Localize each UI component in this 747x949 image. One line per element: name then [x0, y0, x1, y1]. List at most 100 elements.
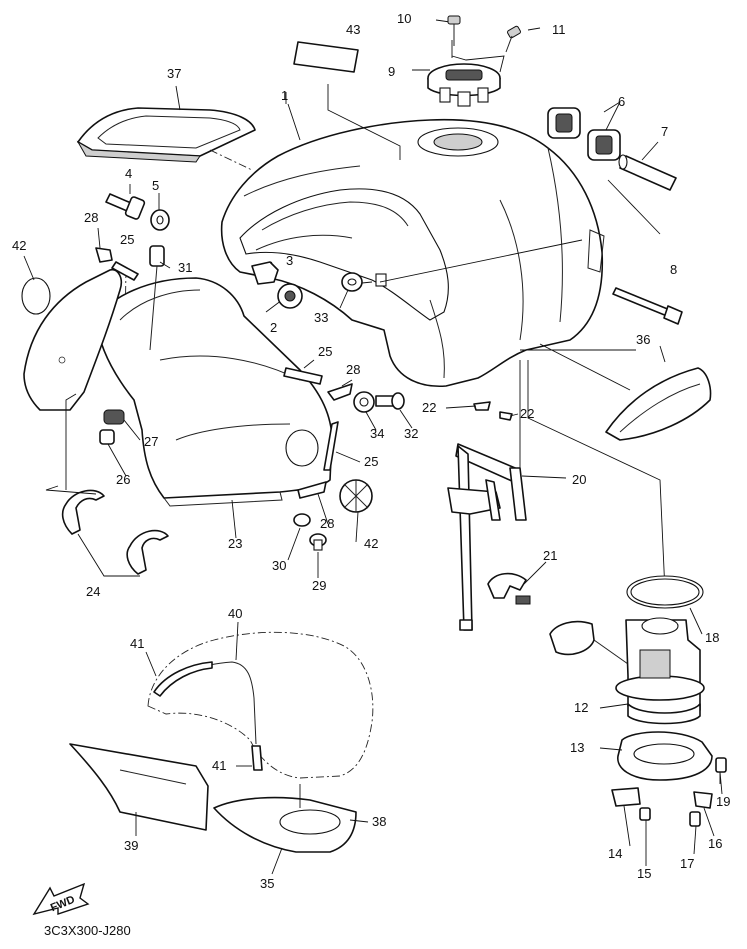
- part-1-fuel-tank: [220, 118, 605, 388]
- callout-10: 10: [397, 11, 411, 26]
- part-8-bolt: [612, 287, 683, 325]
- callout-28a: 28: [84, 210, 98, 225]
- part-21-hose-clamp: [487, 572, 531, 605]
- part-37-tank-top-cover: [76, 107, 256, 163]
- callout-3: 3: [286, 253, 293, 268]
- part-31-screw: [149, 245, 165, 351]
- callout-9: 9: [388, 64, 395, 79]
- part-25-strip-lower: [323, 421, 339, 471]
- leader-lines: [123, 19, 666, 593]
- diagram-reference-code: 3C3X300-J280: [44, 923, 131, 938]
- callout-21: 21: [543, 548, 557, 563]
- part-15-screw: [639, 807, 651, 821]
- part-14-bracket: [611, 787, 641, 807]
- callout-18: 18: [705, 630, 719, 645]
- part-13-mounting-plate: [617, 731, 713, 781]
- lower-leaders: [135, 621, 369, 875]
- callout-24: 24: [86, 584, 100, 599]
- part-28-clip-lower: [297, 481, 327, 499]
- callout-40: 40: [228, 606, 242, 621]
- part-18-o-ring: [626, 575, 704, 609]
- callout-20: 20: [572, 472, 586, 487]
- part-22-clip-left: [473, 401, 491, 411]
- callout-4: 4: [125, 166, 132, 181]
- part-28-clip-mid: [327, 383, 353, 401]
- part-38-heat-shield: [213, 796, 357, 853]
- part-41-strip-upper: [153, 661, 213, 697]
- callout-25b: 25: [318, 344, 332, 359]
- callout-26: 26: [116, 472, 130, 487]
- part-26-collar: [99, 429, 115, 445]
- callout-13: 13: [570, 740, 584, 755]
- callout-31: 31: [178, 260, 192, 275]
- callout-22a: 22: [422, 400, 436, 415]
- fwd-arrow-icon: FWD: [32, 882, 90, 916]
- callout-11: 11: [552, 22, 566, 37]
- callout-25c: 25: [364, 454, 378, 469]
- part-32-screw: [375, 392, 405, 410]
- callout-37: 37: [167, 66, 181, 81]
- part-6-damper-rubbers: [547, 107, 621, 161]
- callout-35: 35: [260, 876, 274, 891]
- callout-43: 43: [346, 22, 360, 37]
- part-30-washer: [293, 513, 311, 527]
- callout-14: 14: [608, 846, 622, 861]
- callout-30: 30: [272, 558, 286, 573]
- part-9-fuel-filler-cap: [427, 63, 501, 107]
- callout-41a: 41: [130, 636, 144, 651]
- callout-33: 33: [314, 310, 328, 325]
- part-4-bolt: [105, 193, 146, 220]
- part-17-screw: [689, 811, 701, 827]
- part-10-bolt: [447, 15, 461, 46]
- part-3-bracket: [251, 261, 279, 285]
- part-20-hose-assembly: [447, 443, 527, 631]
- part-28-clip-upper-left: [95, 247, 113, 263]
- callout-38: 38: [372, 814, 386, 829]
- callout-15: 15: [637, 866, 651, 881]
- part-22-clip-right: [499, 411, 513, 421]
- part-24-rubber-pieces: [45, 393, 169, 577]
- callout-28c: 28: [320, 516, 334, 531]
- part-43-label-sticker: [293, 41, 359, 73]
- callout-42b: 42: [364, 536, 378, 551]
- callout-28b: 28: [346, 362, 360, 377]
- callout-16: 16: [708, 836, 722, 851]
- callout-17: 17: [680, 856, 694, 871]
- part-7-collar: [618, 154, 677, 191]
- callout-41b: 41: [212, 758, 226, 773]
- callout-25a: 25: [120, 232, 134, 247]
- callout-2: 2: [270, 320, 277, 335]
- callout-5: 5: [152, 178, 159, 193]
- callout-39: 39: [124, 838, 138, 853]
- part-11-bolt: [505, 25, 521, 53]
- part-42-side-panel: [21, 268, 123, 411]
- part-12-fuel-pump-assembly: [549, 617, 705, 725]
- part-34-washer: [353, 391, 375, 413]
- part-27-grommet: [103, 409, 125, 425]
- callout-19: 19: [716, 794, 730, 809]
- callout-32: 32: [404, 426, 418, 441]
- part-41-strip-lower: [251, 745, 263, 771]
- callout-7: 7: [661, 124, 668, 139]
- callout-36: 36: [636, 332, 650, 347]
- callout-12: 12: [574, 700, 588, 715]
- part-2-damper: [277, 283, 303, 309]
- callout-23: 23: [228, 536, 242, 551]
- callout-1: 1: [281, 88, 288, 103]
- callout-labels: 1 2 3 4 5 6 7 8 9 10 11 12 13 14 15 16 1…: [12, 11, 730, 891]
- callout-34: 34: [370, 426, 384, 441]
- callout-6: 6: [618, 94, 625, 109]
- part-25-strip-mid: [283, 367, 323, 385]
- part-16-clip: [693, 791, 713, 809]
- part-39-bottom-cover: [69, 743, 209, 831]
- part-25-strip-upper-left: [111, 261, 139, 281]
- part-33-nut: [341, 272, 363, 292]
- callout-22b: 22: [520, 406, 534, 421]
- callout-27: 27: [144, 434, 158, 449]
- part-23-side-cover: [95, 277, 333, 507]
- callout-8: 8: [670, 262, 677, 277]
- part-5-washer: [150, 209, 170, 231]
- part-29-screw: [309, 533, 327, 551]
- part-42-grommet: [339, 479, 373, 513]
